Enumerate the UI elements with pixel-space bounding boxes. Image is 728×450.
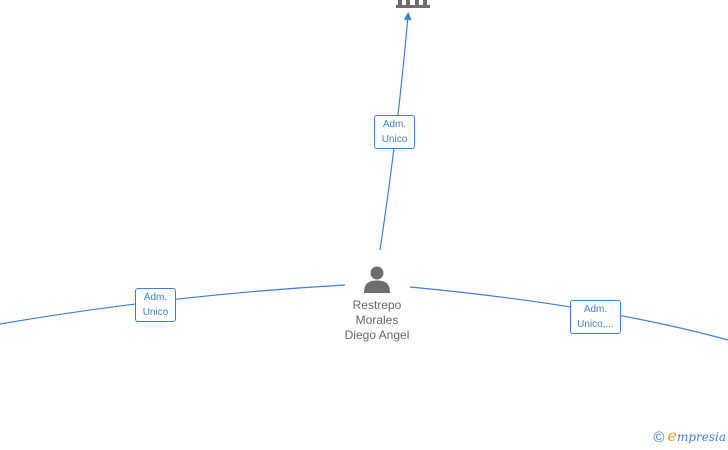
copyright-symbol: © [653, 428, 665, 446]
edge-label-line: Unico,... [577, 319, 614, 330]
logo-initial: e [667, 426, 677, 445]
edge-label-line: Adm. [382, 119, 407, 130]
person-name-line: Diego Angel [344, 328, 410, 342]
person-icon [364, 266, 390, 293]
person-name-line: Restrepo [352, 298, 402, 312]
person-node[interactable]: Restrepo Morales Diego Angel [327, 265, 427, 343]
empresia-logo: empresia [667, 428, 726, 446]
edge-label-line: Unico [142, 307, 169, 318]
logo-text: mpresia [676, 430, 726, 444]
edge-label-left[interactable]: Adm. Unico [135, 288, 176, 322]
empresia-watermark: © empresia [653, 428, 726, 446]
edge-label-line: Adm. [143, 292, 168, 303]
edge-line-right [409, 286, 728, 341]
edge-label-top[interactable]: Adm. Unico [374, 115, 415, 149]
person-name-line: Morales [355, 313, 399, 327]
edge-label-line: Unico [381, 134, 408, 145]
building-icon[interactable] [396, 0, 430, 8]
edge-label-right[interactable]: Adm. Unico,... [570, 300, 621, 334]
edge-label-line: Adm. [583, 304, 608, 315]
